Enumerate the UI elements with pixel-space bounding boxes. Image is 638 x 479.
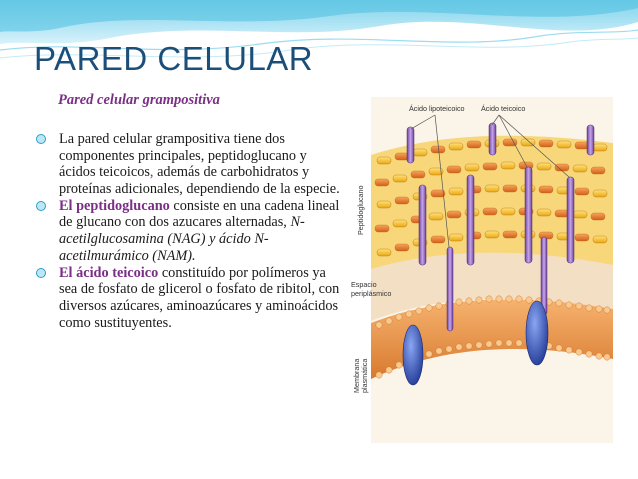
bullet-2-italic-text: N-acetilglucosamina (NAG) y ácido N-acet… (59, 214, 305, 264)
slide-title: PARED CELULAR (34, 40, 314, 77)
bullet-item: La pared celular grampositiva tiene dos … (36, 131, 341, 197)
label-membrane-1: Membrana (352, 359, 361, 393)
bullet-1-text-cont: además de carbohidratos y proteínas adic… (59, 164, 340, 197)
label-periplasmic-space-2: periplásmico (351, 289, 391, 298)
label-peptidoglycan: Peptidoglucano (356, 185, 365, 235)
lipoteichoic-acid-rods (446, 236, 548, 332)
bullet-list: La pared celular grampositiva tiene dos … (36, 131, 341, 332)
cell-wall-diagram: Ácido lipoteicoico Ácido teicoico Peptid… (349, 97, 613, 443)
bullet-circle-icon (36, 200, 46, 211)
bullet-1-text: La pared celular grampositiva tiene dos … (59, 131, 307, 181)
bullet-3-text: constituído por polímeros ya sea de fosf… (59, 264, 340, 331)
bullet-item: El peptidoglucano consiste en una cadena… (36, 198, 341, 264)
label-membrane-2: plasmática (360, 359, 369, 393)
slide-subtitle: Pared celular grampositiva (58, 92, 220, 108)
bullet-item: El ácido teicoico constituído por políme… (36, 265, 341, 331)
label-periplasmic-space-1: Espacio (351, 280, 377, 289)
bullet-circle-icon (36, 267, 46, 278)
bullet-circle-icon (36, 134, 46, 144)
peptidoglycan-term: El peptidoglucano (59, 197, 170, 214)
membrane-proteins (402, 300, 549, 386)
label-lipoteichoic-acid: Ácido lipoteicoico (409, 104, 465, 113)
label-teichoic-acid: Ácido teicoico (481, 104, 525, 113)
header-wave-decoration (0, 0, 638, 59)
teichoic-acid-rods (406, 122, 595, 266)
bullet-2-text: consiste en una cadena lineal de glucano… (59, 197, 340, 231)
teichoic-acid-term: El ácido teicoico (59, 264, 159, 281)
bullet-1-comma: , (149, 164, 154, 181)
